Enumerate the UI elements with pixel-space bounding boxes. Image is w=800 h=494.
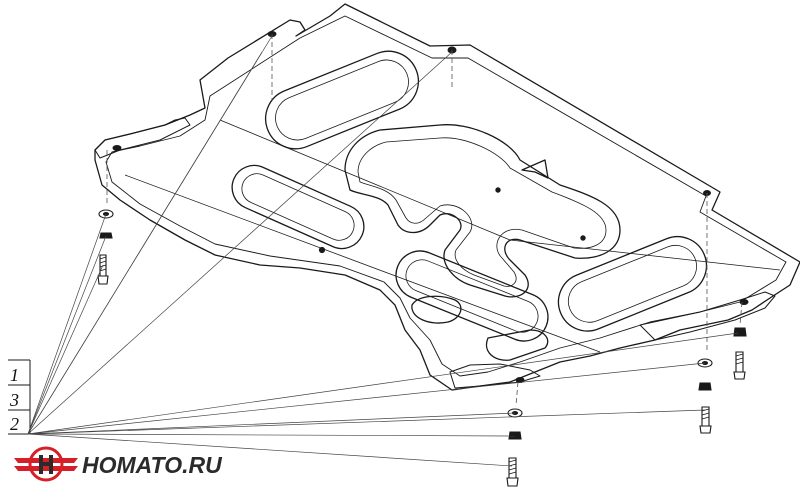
leader-6 xyxy=(27,51,263,435)
hole-small-2 xyxy=(580,235,586,241)
rear-slot xyxy=(485,329,549,361)
leader-5 xyxy=(27,264,104,435)
center-rib xyxy=(124,174,601,353)
fastener-set-rear xyxy=(506,408,523,487)
recess-panel-1 xyxy=(264,50,420,150)
skid-plate xyxy=(94,3,800,391)
leader-4 xyxy=(27,235,107,435)
homato-logo: HOMATO.RU xyxy=(14,446,223,482)
leader-10 xyxy=(27,433,513,467)
rear-mount-ear xyxy=(449,363,541,389)
align-line-5 xyxy=(739,301,743,326)
nut-right-2 xyxy=(698,382,712,391)
leader-8 xyxy=(27,409,706,435)
direction-arrow xyxy=(521,159,549,179)
bolt-left xyxy=(97,254,109,285)
leader-12 xyxy=(27,433,516,437)
bolt-right-top xyxy=(733,351,746,380)
recess-panel-1-inner xyxy=(275,59,409,141)
recess-panel-3 xyxy=(231,164,365,250)
recess-panel-3-inner xyxy=(241,173,355,241)
leader-3 xyxy=(27,213,107,435)
alignment-lines xyxy=(106,34,743,406)
serpentine-recess-inner xyxy=(357,137,607,287)
nut-right xyxy=(733,327,747,337)
leader-11 xyxy=(27,332,739,435)
leader-9 xyxy=(27,412,516,435)
nut-left xyxy=(99,232,113,239)
callout-number-2: 2 xyxy=(10,414,19,434)
bolt-rear xyxy=(506,457,519,487)
recess-panel-2 xyxy=(557,235,708,332)
plate-outline xyxy=(94,3,800,391)
recess-panel-4-inner xyxy=(405,259,539,333)
fastener-set-left xyxy=(97,209,114,285)
left-mount-ear xyxy=(94,117,191,159)
recess-panel-4 xyxy=(395,250,549,342)
callout-bracket xyxy=(8,359,31,435)
right-mount-ear xyxy=(639,291,776,341)
recess-panel-2-inner xyxy=(567,244,697,323)
hole-small-3 xyxy=(318,246,326,254)
center-rib-2 xyxy=(219,119,781,271)
hole-right-ear xyxy=(739,299,749,305)
leader-lines xyxy=(27,35,739,467)
homato-logo-text: HOMATO.RU xyxy=(82,452,223,478)
drain-opening xyxy=(411,295,462,324)
plate-inner-edge xyxy=(105,15,787,377)
fasteners xyxy=(97,209,747,487)
bolt-right xyxy=(699,406,712,434)
leader-2 xyxy=(27,51,453,435)
nut-rear xyxy=(508,431,522,440)
fastener-set-right xyxy=(697,327,747,434)
align-line-6 xyxy=(515,381,519,406)
leader-7 xyxy=(27,362,706,435)
hole-rear-ear xyxy=(515,377,525,383)
homato-logo-icon xyxy=(14,446,78,482)
hole-small-1 xyxy=(495,187,501,193)
serpentine-recess xyxy=(344,124,621,298)
callout-number-1: 1 xyxy=(10,365,19,385)
hole-left-ear xyxy=(112,145,122,151)
callout-number-3: 3 xyxy=(9,390,19,410)
